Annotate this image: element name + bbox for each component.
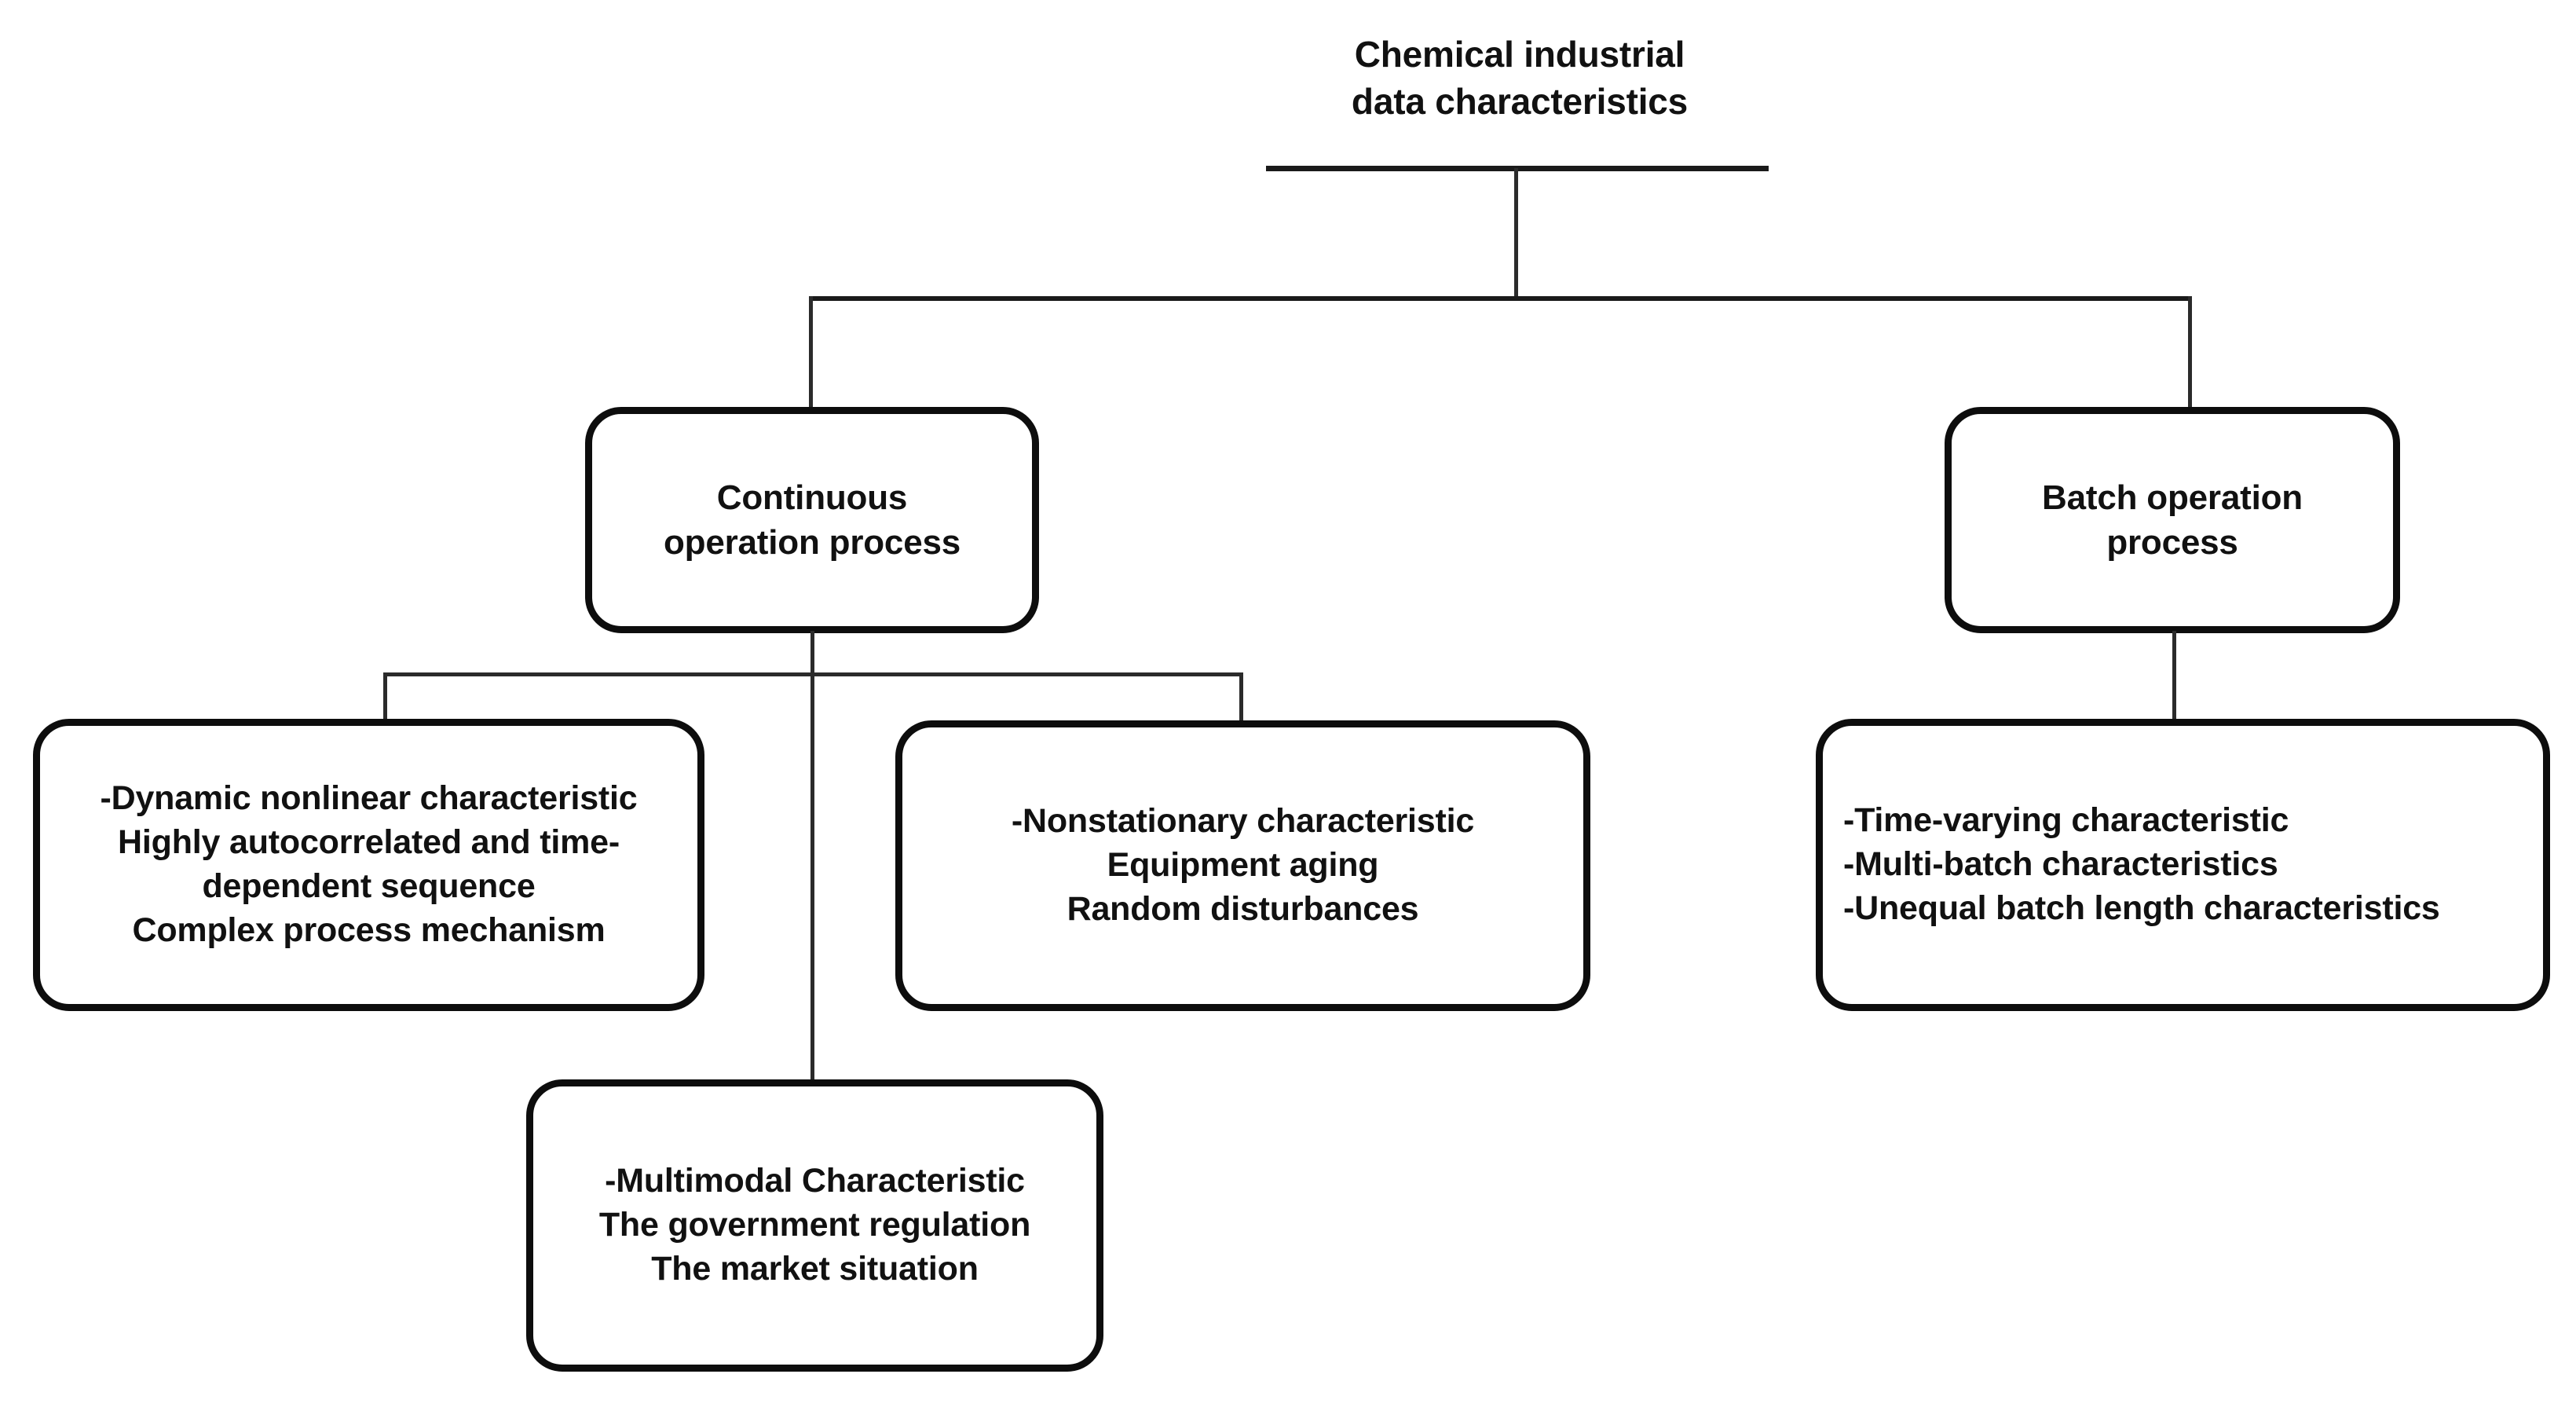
- batch-line2: process: [2106, 523, 2238, 562]
- connector-to-batch-characteristics: [2172, 631, 2176, 723]
- connector-continuous-spine: [810, 631, 814, 1083]
- connector-top-horizontal: [809, 296, 2191, 301]
- batch-line1: Batch operation: [2042, 478, 2303, 517]
- nonstationary-characteristics-label: -Nonstationary characteristic Equipment …: [902, 800, 1583, 932]
- root-node-line1: Chemical industrial: [1354, 34, 1685, 75]
- multimodal-characteristics-node[interactable]: -Multimodal Characteristic The governmen…: [526, 1079, 1103, 1372]
- multimodal-line2: The government regulation: [598, 1206, 1031, 1244]
- nonstationary-line1: -Nonstationary characteristic: [1011, 802, 1475, 841]
- batch-char-line1: -Time-varying characteristic: [1843, 801, 2289, 840]
- connector-to-nonstationary: [1239, 672, 1243, 723]
- connector-continuous-horizontal: [383, 672, 1243, 676]
- batch-operation-process-label: Batch operation process: [1952, 475, 2393, 565]
- batch-operation-process-node[interactable]: Batch operation process: [1945, 407, 2400, 633]
- nonstationary-characteristics-node[interactable]: -Nonstationary characteristic Equipment …: [895, 720, 1590, 1011]
- dynamic-nonlinear-characteristics-node[interactable]: -Dynamic nonlinear characteristic Highly…: [33, 719, 704, 1011]
- nonstationary-line3: Random disturbances: [1067, 889, 1419, 928]
- batch-char-line2: -Multi-batch characteristics: [1843, 845, 2278, 884]
- continuous-line1: Continuous: [716, 478, 908, 517]
- continuous-line2: operation process: [663, 523, 961, 562]
- dynamic-line1: -Dynamic nonlinear characteristic: [100, 779, 638, 818]
- multimodal-line3: The market situation: [651, 1249, 979, 1288]
- continuous-operation-process-label: Continuous operation process: [592, 475, 1032, 565]
- connector-to-batch: [2188, 296, 2192, 412]
- multimodal-characteristics-label: -Multimodal Characteristic The governmen…: [533, 1160, 1096, 1292]
- dynamic-line3: Complex process mechanism: [132, 911, 606, 949]
- root-node-line2: data characteristics: [1351, 80, 1689, 122]
- batch-characteristics-label: -Time-varying characteristic -Multi-batc…: [1823, 799, 2543, 931]
- continuous-operation-process-node[interactable]: Continuous operation process: [585, 407, 1039, 633]
- connector-root-vertical: [1514, 168, 1518, 299]
- connector-to-dynamic-nonlinear: [383, 672, 387, 723]
- connector-to-continuous: [809, 296, 813, 412]
- nonstationary-line2: Equipment aging: [1107, 846, 1379, 885]
- dynamic-line2: Highly autocorrelated and time-dependent…: [118, 823, 620, 905]
- batch-char-line3: -Unequal batch length characteristics: [1843, 889, 2440, 927]
- batch-characteristics-node[interactable]: -Time-varying characteristic -Multi-batc…: [1816, 719, 2550, 1011]
- dynamic-nonlinear-characteristics-label: -Dynamic nonlinear characteristic Highly…: [40, 777, 697, 953]
- multimodal-line1: -Multimodal Characteristic: [605, 1162, 1025, 1200]
- root-node: Chemical industrial data characteristics: [1209, 31, 1830, 126]
